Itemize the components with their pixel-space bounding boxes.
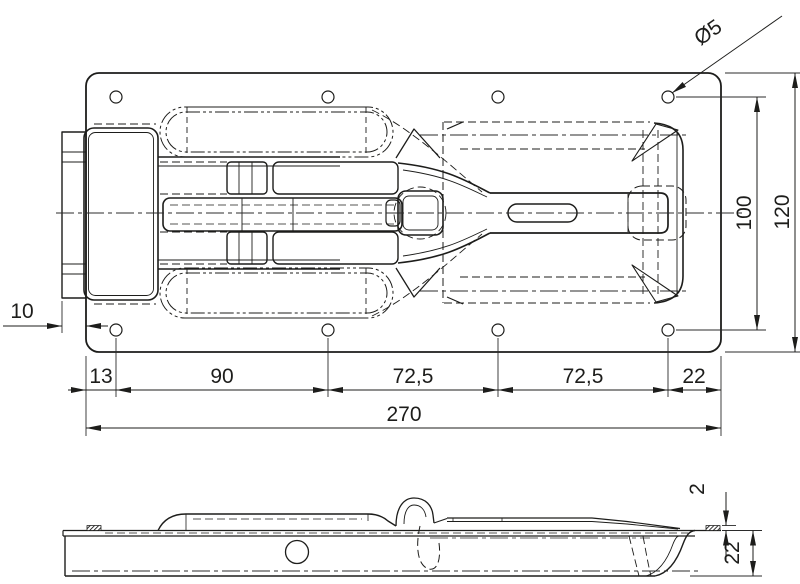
dim-13: 13	[89, 365, 112, 388]
dim-22-side: 22	[721, 541, 744, 564]
side-cover-profile	[447, 517, 681, 530]
dimension-side-thickness: 2	[686, 483, 729, 562]
mounting-holes	[109, 90, 675, 337]
dim-10: 10	[10, 300, 33, 323]
dim-22: 22	[682, 365, 705, 388]
dim-100: 100	[733, 195, 756, 230]
lever-handle	[371, 109, 669, 317]
corner-gusset-top	[631, 123, 679, 162]
dim-90: 90	[210, 365, 233, 388]
top-view	[56, 72, 746, 353]
dimension-hole-diameter: Ø5	[671, 15, 783, 94]
dim-dia5: Ø5	[690, 15, 726, 50]
centerlines	[56, 134, 746, 292]
latch-block	[83, 123, 159, 305]
side-lever-hump	[157, 513, 397, 531]
dimension-row-hole-pitch: 13 90 72,5 72,5 22	[68, 365, 721, 393]
side-hole	[284, 539, 310, 565]
side-view	[62, 497, 721, 577]
section-hatch-right	[705, 525, 721, 531]
dim-72-5-a: 72,5	[393, 365, 434, 388]
dim-270: 270	[386, 403, 421, 426]
dimension-protrusion: 10	[3, 300, 108, 329]
side-catch-loop	[395, 497, 448, 570]
dimension-side-depth: 22	[721, 530, 756, 576]
recessed-tray	[442, 121, 687, 304]
side-plate-leaf	[62, 525, 721, 537]
corner-gusset-bottom	[631, 264, 679, 303]
side-centerlines	[72, 537, 700, 572]
dim-72-5-b: 72,5	[563, 365, 604, 388]
dimension-overall-length: 270	[86, 403, 721, 431]
section-hatch-left	[86, 525, 102, 531]
phantom-lever-sweep	[159, 106, 394, 319]
hinge-bracket	[61, 131, 87, 299]
dim-2: 2	[686, 483, 709, 495]
base-plate-outline	[85, 72, 722, 353]
side-body	[64, 529, 696, 577]
dim-120: 120	[771, 194, 794, 229]
dimension-heights: 100 120	[733, 73, 798, 352]
